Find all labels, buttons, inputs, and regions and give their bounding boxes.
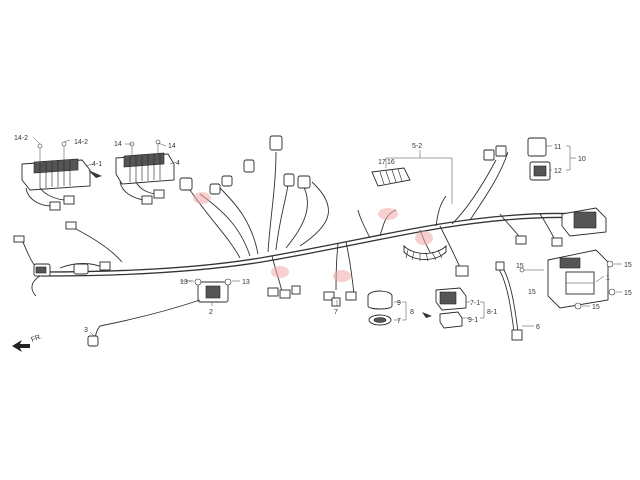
left-connectors — [13, 221, 111, 277]
callout-9-1: 9-1 — [468, 317, 478, 324]
callout-1: 1 — [606, 275, 610, 282]
callout-8-1: 8-1 — [487, 309, 497, 316]
callout-15: 15 — [624, 262, 632, 269]
control-unit-1 — [519, 249, 622, 310]
right-main-connector — [455, 145, 607, 277]
callout-13: 13 — [242, 279, 250, 286]
main-harness — [21, 151, 583, 297]
callout-14-2: 14-2 — [74, 139, 88, 146]
clip-highlight — [333, 270, 351, 282]
relay-group-10 — [527, 137, 576, 181]
ignition-coil — [87, 278, 240, 347]
callout-7: 7 — [397, 318, 401, 325]
callout-labels: 14-2 14-2 4-1 14 14 4 5-2 17 16 11 12 10… — [14, 135, 632, 334]
connector-block-5-2 — [371, 150, 453, 204]
callout-11: 11 — [554, 144, 561, 151]
callout-14-2: 14-2 — [14, 135, 28, 142]
clip-highlight — [415, 231, 433, 245]
clip-highlight — [271, 266, 289, 278]
clip-highlight — [378, 208, 398, 220]
callout-4: 4 — [176, 160, 180, 167]
sensor-lead-6 — [495, 261, 534, 341]
watermark — [0, 0, 640, 52]
callout-15: 15 — [624, 290, 632, 297]
callout-6: 6 — [536, 324, 540, 331]
clip-highlights — [193, 192, 433, 282]
lower-connectors — [267, 285, 357, 307]
callout-15: 15 — [528, 289, 536, 296]
callout-15: 15 — [592, 304, 600, 311]
callout-9: 9 — [397, 300, 401, 307]
callout-5-2: 5-2 — [412, 143, 422, 150]
callout-17: 17 — [378, 159, 386, 166]
callout-16: 16 — [387, 159, 395, 166]
regulator-rectifier-left — [21, 141, 102, 211]
multi-connector-fan — [403, 244, 447, 262]
callout-14: 14 — [114, 141, 122, 148]
callout-7: 7 — [334, 309, 338, 316]
callout-4-1: 4-1 — [92, 161, 102, 168]
front-direction-arrow: FR. — [12, 333, 43, 352]
callout-8: 8 — [410, 309, 414, 316]
clip-highlight — [193, 192, 211, 204]
callout-3: 3 — [84, 327, 88, 334]
relay-7-1 — [422, 287, 467, 329]
callout-13: 13 — [180, 279, 188, 286]
callout-10: 10 — [578, 156, 586, 163]
callout-2: 2 — [209, 309, 213, 316]
front-direction-label: FR. — [30, 333, 43, 343]
regulator-rectifier-right — [115, 139, 175, 205]
cylinder-part-9 — [367, 290, 393, 326]
leader-lines — [33, 137, 485, 337]
upper-connectors — [179, 135, 311, 195]
callout-12: 12 — [554, 168, 562, 175]
callout-7-1: 7-1 — [470, 300, 480, 307]
callout-15: 15 — [516, 263, 524, 270]
callout-14: 14 — [168, 143, 176, 150]
